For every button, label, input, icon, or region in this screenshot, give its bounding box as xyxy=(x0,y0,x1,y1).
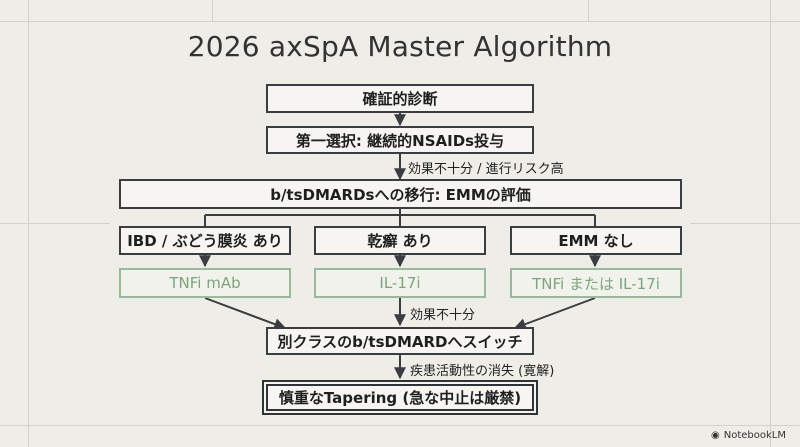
notebooklm-logo-icon: ◉ xyxy=(711,430,720,441)
edge-label-remission: 疾患活動性の消失 (寛解) xyxy=(410,364,555,379)
node-drug-tnfi-or-il17i: TNFi または IL-17i xyxy=(510,268,682,298)
node-drug-tnfi-mab-label: TNFi mAb xyxy=(169,274,241,292)
node-branch-none-label: EMM なし xyxy=(558,232,634,250)
node-switch: 別クラスのb/tsDMARDへスイッチ xyxy=(266,327,534,355)
frame-line-tick-right xyxy=(588,0,589,21)
edge-label-insufficient: 効果不十分 xyxy=(410,308,476,323)
node-drug-tnfi-mab: TNFi mAb xyxy=(119,268,291,298)
node-branch-ibd-label: IBD / ぶどう膜炎 あり xyxy=(127,232,283,250)
node-diagnosis: 確証的診断 xyxy=(266,84,534,113)
node-branch-none: EMM なし xyxy=(510,226,682,255)
frame-line-top xyxy=(0,21,800,22)
notebooklm-logo: ◉ NotebookLM xyxy=(711,430,786,441)
frame-line-bottom xyxy=(0,425,800,426)
node-switch-label: 別クラスのb/tsDMARDへスイッチ xyxy=(277,332,523,351)
frame-line-mid-left xyxy=(0,223,110,224)
line-either-to-switch xyxy=(513,297,596,330)
notebooklm-logo-text: NotebookLM xyxy=(723,430,786,441)
edge-label-insufficient-or-risk: 効果不十分 / 進行リスク高 xyxy=(408,162,564,177)
node-branch-ibd: IBD / ぶどう膜炎 あり xyxy=(119,226,291,255)
node-branch-psoriasis-label: 乾癬 あり xyxy=(367,232,433,250)
node-drug-il17i: IL-17i xyxy=(314,268,486,298)
node-tapering: 慎重なTapering (急な中止は厳禁) xyxy=(262,380,538,415)
frame-line-mid-right xyxy=(690,223,800,224)
node-tapering-label: 慎重なTapering (急な中止は厳禁) xyxy=(278,389,522,407)
node-branch-psoriasis: 乾癬 あり xyxy=(314,226,486,255)
node-transition-label: b/tsDMARDsへの移行: EMMの評価 xyxy=(270,185,531,204)
node-drug-il17i-label: IL-17i xyxy=(379,274,421,292)
page-title: 2026 axSpA Master Algorithm xyxy=(187,30,613,63)
node-drug-tnfi-or-il17i-label: TNFi または IL-17i xyxy=(532,274,660,293)
node-diagnosis-label: 確証的診断 xyxy=(362,90,438,108)
line-tnfi-to-switch xyxy=(204,297,287,330)
frame-line-tick-left xyxy=(212,0,213,21)
node-first-line: 第一選択: 継続的NSAIDs投与 xyxy=(266,126,534,154)
node-transition: b/tsDMARDsへの移行: EMMの評価 xyxy=(119,179,682,209)
node-first-line-label: 第一選択: 継続的NSAIDs投与 xyxy=(295,131,505,150)
